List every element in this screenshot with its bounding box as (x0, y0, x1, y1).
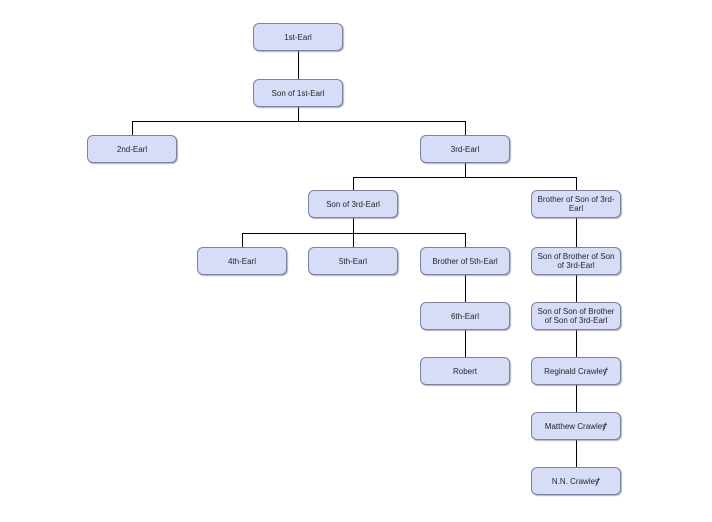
connector-line (298, 107, 466, 135)
tree-node-label: 4th-Earl (227, 256, 256, 266)
tree-node-son-of-earl3[interactable]: Son of 3rd-Earl (308, 190, 398, 218)
connector-line (465, 163, 577, 190)
tree-node-robert[interactable]: Robert (420, 357, 510, 385)
tree-node-label: 1st-Earl (284, 32, 312, 42)
tree-node-label: Brother of Son of 3rd-Earl (537, 195, 615, 213)
connector-line (353, 218, 466, 247)
tree-node-matthew-crawley[interactable]: Matthew Crawley† (531, 412, 621, 440)
tree-node-son-of-brother[interactable]: Son of Brother of Son of 3rd-Earl (531, 247, 621, 275)
connector-line (132, 107, 299, 135)
connector-line (353, 163, 466, 190)
tree-node-earl3[interactable]: 3rd-Earl (420, 135, 510, 163)
tree-node-brother-of-earl5[interactable]: Brother of 5th-Earl (420, 247, 510, 275)
tree-node-label: N.N. Crawley (551, 476, 600, 486)
deceased-dagger-mark: † (601, 420, 609, 431)
tree-node-label: Son of 1st-Earl (271, 88, 325, 98)
tree-node-earl4[interactable]: 4th-Earl (197, 247, 287, 275)
tree-node-label: Son of 3rd-Earl (326, 199, 380, 209)
tree-node-earl1[interactable]: 1st-Earl (253, 23, 343, 51)
tree-node-earl6[interactable]: 6th-Earl (420, 302, 510, 330)
tree-node-brother-of-son-of-earl3[interactable]: Brother of Son of 3rd-Earl (531, 190, 621, 218)
deceased-dagger-mark: † (601, 365, 609, 376)
tree-node-label: Brother of 5th-Earl (432, 256, 498, 266)
tree-node-label: Son of Brother of Son of 3rd-Earl (537, 252, 615, 270)
connector-line (242, 218, 354, 247)
deceased-dagger-mark: † (594, 475, 602, 486)
tree-node-label: 2nd-Earl (116, 144, 148, 154)
tree-node-label: 5th-Earl (338, 256, 367, 266)
tree-node-label: 3rd-Earl (450, 144, 480, 154)
tree-node-son-of-earl1[interactable]: Son of 1st-Earl (253, 79, 343, 107)
tree-node-label: Reginald Crawley (544, 366, 607, 376)
tree-node-earl5[interactable]: 5th-Earl (308, 247, 398, 275)
tree-node-nn-crawley[interactable]: N.N. Crawley† (531, 467, 621, 495)
tree-node-label: Matthew Crawley (544, 421, 607, 431)
tree-node-label: Son of Son of Brother of Son of 3rd-Earl (537, 307, 615, 325)
tree-node-earl2[interactable]: 2nd-Earl (87, 135, 177, 163)
tree-node-label: Robert (452, 366, 477, 376)
tree-node-reginald-crawley[interactable]: Reginald Crawley† (531, 357, 621, 385)
tree-node-son-of-son-of-brother[interactable]: Son of Son of Brother of Son of 3rd-Earl (531, 302, 621, 330)
tree-node-label: 6th-Earl (450, 311, 479, 321)
